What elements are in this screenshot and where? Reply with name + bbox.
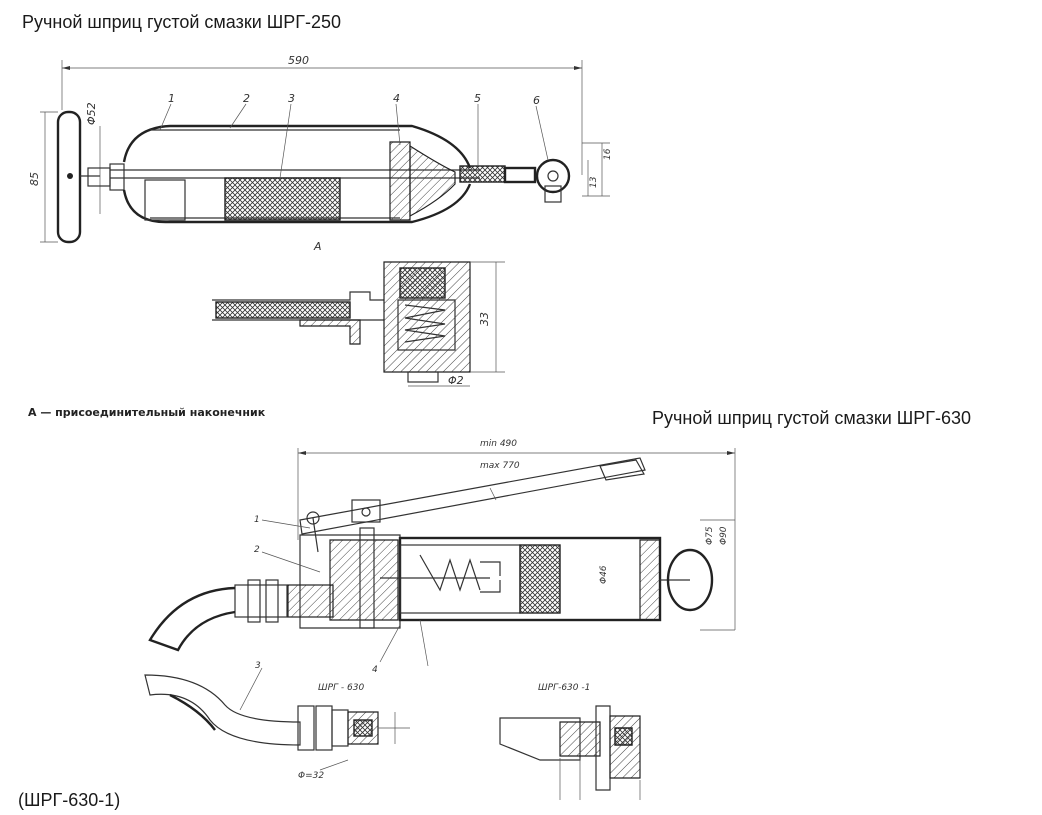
- dim-max-770: max 770: [480, 461, 520, 471]
- dim-vertical-1: Φ75: [705, 526, 715, 545]
- detail-a-drawing: 33 Φ2: [212, 261, 505, 387]
- filter-mesh: [224, 177, 341, 221]
- dim-min-490: min 490: [480, 439, 517, 449]
- dim-33: 33: [478, 312, 491, 326]
- shrg-250-drawing: 590 85 Φ52: [28, 54, 613, 253]
- flexible-hose: [148, 586, 236, 652]
- lever-handle: [299, 457, 646, 535]
- dim-d32: Φ=32: [298, 771, 324, 781]
- part-number-630-3: 3: [255, 661, 261, 671]
- part-number-6: 6: [533, 94, 540, 107]
- title-shrg-630: Ручной шприц густой смазки ШРГ-630: [652, 408, 972, 428]
- dim-diameter-52: Φ52: [85, 102, 98, 125]
- dim-13: 13: [589, 176, 599, 188]
- title-shrg-250: Ручной шприц густой смазки ШРГ-250: [22, 12, 342, 32]
- part-number-4: 4: [393, 92, 400, 105]
- dim-16: 16: [603, 148, 613, 160]
- dim-height-85: 85: [28, 172, 41, 186]
- variant-shrg-630-1-label: ШРГ-630 -1: [538, 683, 590, 693]
- part-number-2: 2: [243, 92, 250, 105]
- footnote-variant: (ШРГ-630-1): [18, 790, 121, 810]
- dim-length-590: 590: [288, 54, 309, 67]
- dim-vertical-2: Φ90: [719, 526, 729, 545]
- part-number-1: 1: [168, 92, 175, 105]
- nozzle-head: [535, 158, 571, 194]
- view-label-a: А: [313, 240, 322, 253]
- part-number-630-2: 2: [254, 545, 260, 555]
- part-number-3: 3: [288, 92, 295, 105]
- dim-d2: Φ2: [448, 374, 464, 387]
- shrg-630-drawing: min 490 max 770 Φ75 Φ90 Φ46: [144, 439, 736, 800]
- part-number-5: 5: [474, 92, 481, 105]
- t-handle: [56, 110, 82, 244]
- part-number-630-4: 4: [372, 665, 378, 675]
- dim-bore: Φ46: [599, 565, 609, 584]
- plunger-knob: [666, 548, 714, 612]
- part-number-630-1: 1: [254, 515, 260, 525]
- variant-shrg-630-label: ШРГ - 630: [318, 683, 364, 693]
- caption-connector-tip: А — присоединительный наконечник: [28, 406, 266, 419]
- part-leaders-250: [159, 103, 549, 179]
